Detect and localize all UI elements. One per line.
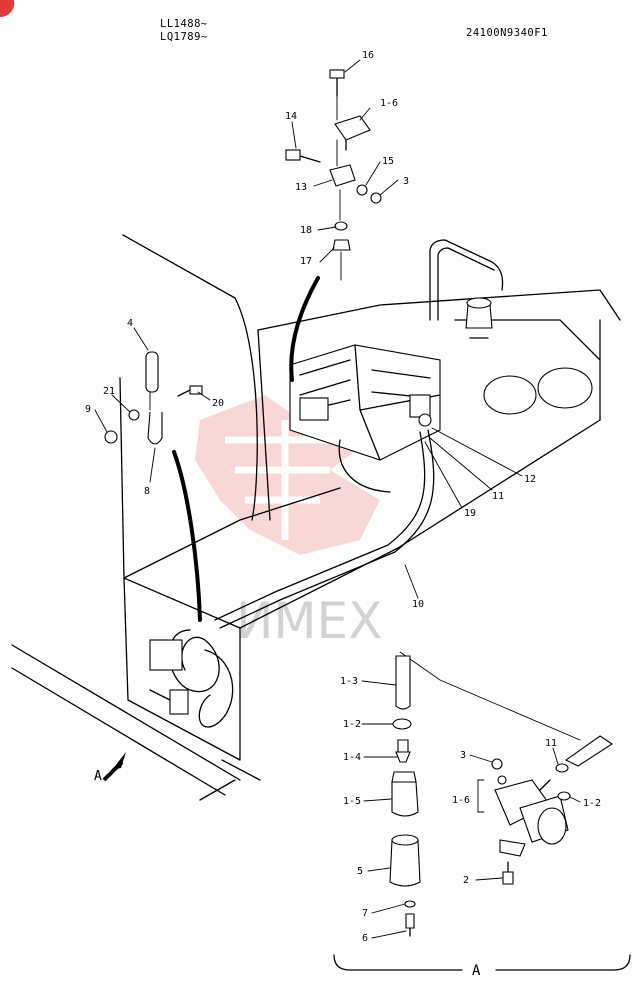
filter-assembly [149, 629, 234, 728]
callout-12: 12 [524, 474, 536, 485]
callout-13: 13 [295, 182, 307, 193]
callout-3-detail: 3 [460, 750, 466, 761]
callout-3-top: 3 [403, 176, 409, 187]
hose-top [289, 276, 320, 382]
callout-1-4: 1-4 [343, 752, 361, 763]
callout-10: 10 [412, 599, 424, 610]
clamp-stack [104, 351, 203, 445]
callout-7: 7 [362, 908, 368, 919]
callout-1-5: 1-5 [343, 796, 361, 807]
callout-5: 5 [357, 866, 363, 877]
callout-21: 21 [103, 386, 115, 397]
view-arrow [102, 752, 126, 782]
callout-14: 14 [285, 111, 297, 122]
drawing-number: 24100N9340F1 [466, 27, 548, 39]
callout-15: 15 [382, 156, 394, 167]
callout-8: 8 [144, 486, 150, 497]
callout-1-2-right: 1-2 [583, 798, 601, 809]
callout-1-6-detail: 1-6 [452, 795, 470, 806]
callout-18: 18 [300, 225, 312, 236]
callout-9: 9 [85, 404, 91, 415]
pipe-10 [214, 429, 435, 629]
callout-20: 20 [212, 398, 224, 409]
callout-19: 19 [464, 508, 476, 519]
leader-lines [94, 59, 523, 599]
callout-2: 2 [463, 875, 469, 886]
callout-1-3: 1-3 [340, 676, 358, 687]
detail-view-a [333, 651, 631, 971]
machine-body [11, 234, 621, 801]
callout-16: 16 [362, 50, 374, 61]
valve-block [289, 344, 441, 461]
callout-11-main: 11 [492, 491, 504, 502]
hose-left [172, 450, 202, 622]
mount-stack [285, 69, 382, 281]
callout-1-2-left: 1-2 [343, 719, 361, 730]
detail-leader-lines [361, 680, 581, 939]
watermark-text: ИМЕX [236, 592, 382, 650]
callout-11-detail: 11 [545, 738, 557, 749]
model-code-2: LQ1789~ [160, 31, 208, 43]
callout-4: 4 [127, 318, 133, 329]
view-arrow-label: A [94, 769, 102, 784]
callout-17: 17 [300, 256, 312, 267]
callout-6: 6 [362, 933, 368, 944]
detail-view-label: A [472, 963, 481, 979]
corner-badge [0, 0, 15, 18]
model-code-1: LL1488~ [160, 18, 208, 30]
callout-1-6-top: 1-6 [380, 98, 398, 109]
